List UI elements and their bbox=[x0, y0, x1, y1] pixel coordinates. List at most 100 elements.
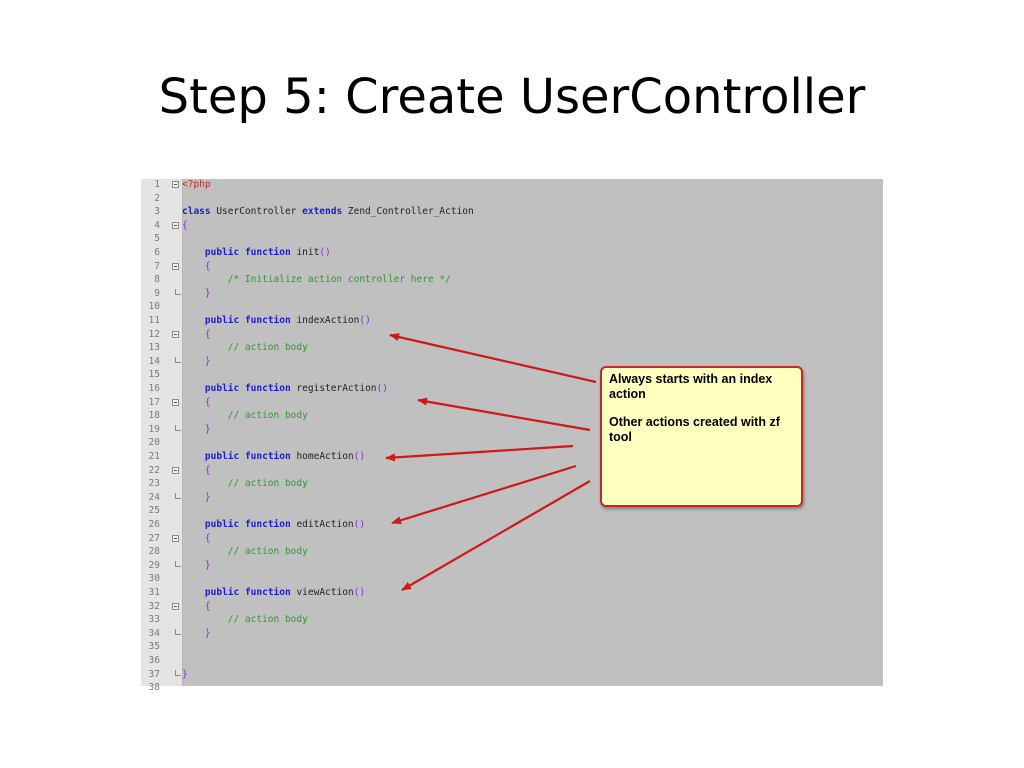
code-line: 8 /* Initialize action controller here *… bbox=[141, 273, 883, 287]
code-text: } bbox=[182, 668, 188, 682]
code-line: 30 bbox=[141, 572, 883, 586]
code-token: // action body bbox=[182, 614, 308, 626]
arrow-to-viewAction bbox=[401, 480, 591, 591]
line-number: 2 bbox=[154, 192, 160, 204]
code-text: { bbox=[182, 532, 211, 546]
code-text: // action body bbox=[182, 409, 308, 423]
code-line: 23 // action body bbox=[141, 477, 883, 491]
fold-end-icon bbox=[175, 288, 181, 295]
code-line: 31 public function viewAction() bbox=[141, 586, 883, 600]
fold-toggle-icon[interactable] bbox=[172, 602, 179, 610]
code-line: 29 } bbox=[141, 559, 883, 573]
code-text: public function viewAction() bbox=[182, 586, 365, 600]
line-number: 4 bbox=[154, 219, 160, 231]
line-number: 5 bbox=[154, 233, 160, 245]
code-line: 1 <?php bbox=[141, 178, 883, 192]
code-token: () bbox=[353, 451, 366, 462]
code-text: } bbox=[182, 423, 211, 437]
code-token: () bbox=[353, 587, 366, 598]
code-token: /* Initialize action controller here */ bbox=[182, 274, 451, 286]
code-token: () bbox=[319, 247, 331, 258]
code-token: init bbox=[290, 247, 320, 258]
line-number: 37 bbox=[148, 668, 160, 680]
code-text: /* Initialize action controller here */ bbox=[182, 273, 451, 287]
code-text: { bbox=[182, 464, 211, 478]
fold-toggle-icon[interactable] bbox=[172, 221, 179, 229]
fold-end-icon bbox=[175, 669, 181, 676]
code-line: 9 } bbox=[141, 287, 883, 301]
fold-toggle-icon[interactable] bbox=[172, 181, 179, 188]
code-line: 21 public function homeAction() bbox=[141, 450, 883, 464]
code-line: 17 { bbox=[141, 396, 883, 410]
line-number: 23 bbox=[148, 478, 160, 490]
line-number: 34 bbox=[148, 627, 160, 639]
code-text: // action body bbox=[182, 545, 308, 559]
code-line: 28 // action body bbox=[141, 545, 883, 559]
fold-end-icon bbox=[175, 356, 181, 363]
code-token: editAction bbox=[290, 519, 354, 530]
code-line: 19 } bbox=[141, 423, 883, 437]
code-line: 36 bbox=[141, 654, 883, 668]
code-line: 11 public function indexAction() bbox=[141, 314, 883, 328]
fold-end-icon bbox=[175, 424, 181, 431]
line-number: 35 bbox=[148, 641, 160, 653]
code-token: viewAction bbox=[290, 587, 354, 598]
callout-note: Always starts with an index action Other… bbox=[600, 366, 803, 507]
line-number: 33 bbox=[148, 614, 160, 626]
code-token: public bbox=[204, 247, 240, 258]
code-line: 10 bbox=[141, 300, 883, 314]
code-token: public bbox=[204, 383, 240, 394]
code-line: 38 bbox=[141, 681, 883, 695]
line-number: 20 bbox=[148, 437, 160, 449]
code-line: 26 public function editAction() bbox=[141, 518, 883, 532]
code-token: { bbox=[182, 260, 211, 272]
line-number: 18 bbox=[148, 410, 160, 422]
line-number: 11 bbox=[148, 315, 160, 326]
code-line: 5 bbox=[141, 232, 883, 246]
line-number: 16 bbox=[148, 383, 160, 394]
code-text: { bbox=[182, 600, 211, 614]
line-number: 1 bbox=[154, 179, 160, 190]
line-number-gutter bbox=[141, 179, 171, 686]
line-number: 29 bbox=[148, 559, 160, 571]
code-token: // action body bbox=[182, 410, 308, 422]
code-line: 13 // action body bbox=[141, 341, 883, 355]
line-number: 13 bbox=[148, 342, 160, 354]
fold-toggle-icon[interactable] bbox=[172, 398, 179, 406]
code-line: 34 } bbox=[141, 627, 883, 641]
code-token: class bbox=[182, 206, 211, 218]
code-line: 15 bbox=[141, 368, 883, 382]
code-token: public bbox=[204, 451, 240, 462]
code-token: <?php bbox=[182, 179, 211, 190]
fold-toggle-icon[interactable] bbox=[172, 330, 179, 338]
fold-toggle-icon[interactable] bbox=[172, 262, 179, 270]
code-token: extends bbox=[302, 206, 343, 218]
code-token: function bbox=[244, 451, 291, 462]
code-token: () bbox=[353, 519, 366, 530]
code-token: homeAction bbox=[290, 451, 354, 462]
code-text: // action body bbox=[182, 341, 308, 355]
fold-toggle-icon[interactable] bbox=[172, 466, 179, 474]
code-line: 4{ bbox=[141, 219, 883, 233]
fold-toggle-icon[interactable] bbox=[172, 534, 179, 542]
line-number: 30 bbox=[148, 573, 160, 585]
code-token: } bbox=[182, 287, 211, 299]
arrow-to-registerAction bbox=[417, 397, 591, 432]
fold-end-icon bbox=[175, 628, 181, 635]
code-text: // action body bbox=[182, 477, 308, 491]
code-text: } bbox=[182, 287, 211, 301]
code-text: } bbox=[182, 491, 211, 505]
code-line: 22 { bbox=[141, 464, 883, 478]
code-token: function bbox=[244, 315, 291, 326]
fold-end-icon bbox=[175, 492, 181, 499]
line-number: 31 bbox=[148, 587, 160, 598]
code-token: function bbox=[244, 587, 291, 598]
arrow-to-editAction bbox=[391, 464, 577, 525]
code-text: class UserController extends Zend_Contro… bbox=[182, 205, 474, 219]
arrow-to-indexAction bbox=[389, 333, 597, 384]
code-line: 37} bbox=[141, 668, 883, 682]
code-token: // action body bbox=[182, 342, 308, 354]
code-token: } bbox=[182, 627, 211, 639]
code-text: { bbox=[182, 328, 211, 342]
